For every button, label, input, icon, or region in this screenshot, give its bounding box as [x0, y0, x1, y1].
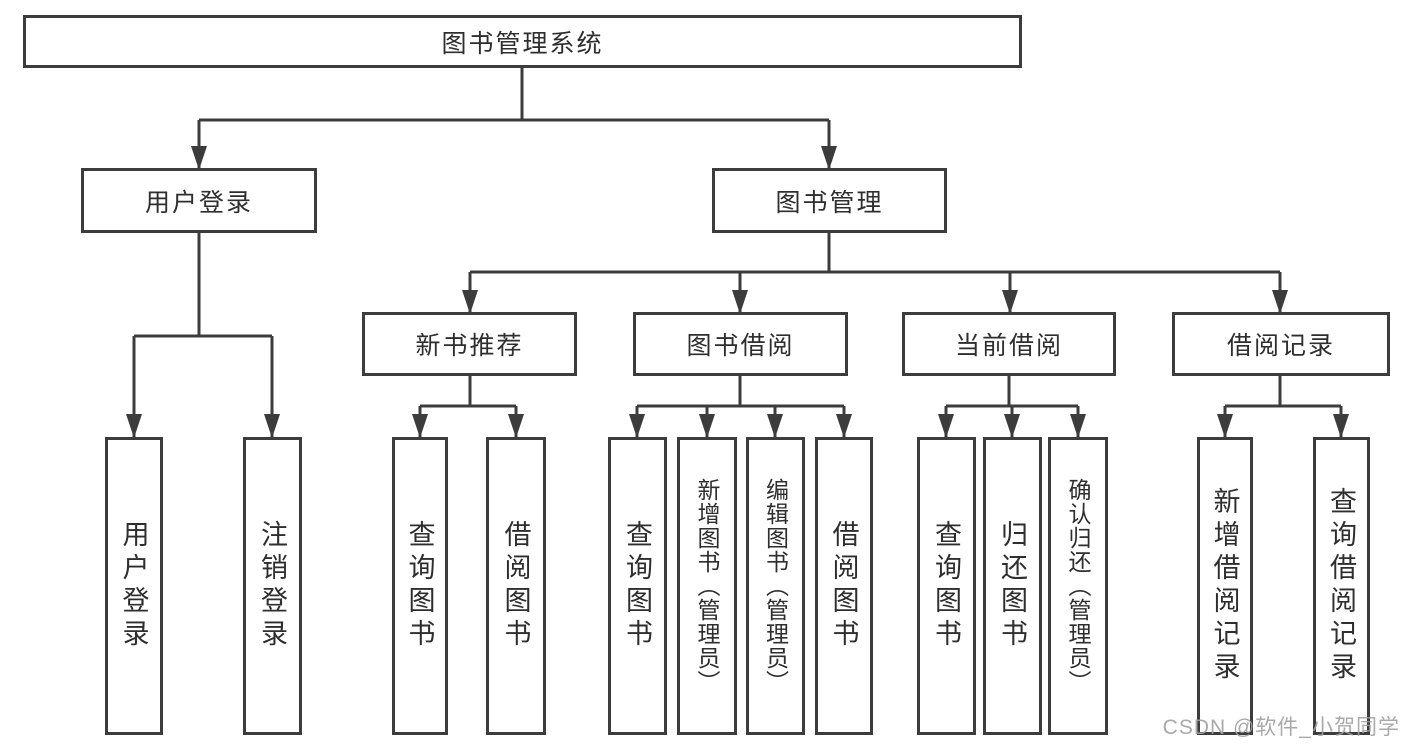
connector-user-login-children [132, 233, 274, 438]
leaf-cb-query-book: 查询图书 [917, 437, 976, 735]
leaf-cb-confirm-return-admin: 确认归还（管理员） [1048, 437, 1108, 735]
node-borrow-record-label: 借阅记录 [1226, 332, 1335, 360]
node-book-manage: 图书管理 [712, 168, 947, 233]
node-new-book-rec-label: 新书推荐 [415, 332, 524, 360]
node-current-borrow-label: 当前借阅 [954, 332, 1063, 360]
connector-book-manage-children [468, 233, 1282, 314]
node-root-label: 图书管理系统 [441, 29, 604, 58]
arrowhead [1004, 414, 1020, 438]
leaf-rec-borrow-book-label: 借阅图书 [500, 520, 531, 652]
arrowhead [1070, 414, 1086, 438]
arrowhead [462, 290, 478, 314]
arrowhead [699, 414, 715, 438]
node-root-system: 图书管理系统 [23, 15, 1022, 68]
arrowhead [836, 414, 852, 438]
csdn-watermark: CSDN @软件_小贺同学 [1162, 716, 1400, 739]
arrowhead [1272, 290, 1288, 314]
leaf-rec-query-book: 查询图书 [392, 437, 448, 735]
leaf-rec-query-book-label: 查询图书 [404, 520, 435, 652]
leaf-rec-borrow-book: 借阅图书 [486, 437, 546, 735]
arrowhead [1217, 414, 1233, 438]
leaf-logout: 注销登录 [243, 437, 302, 735]
node-borrow-record: 借阅记录 [1172, 312, 1390, 376]
leaf-bb-query-book: 查询图书 [608, 437, 667, 735]
node-current-borrow: 当前借阅 [902, 312, 1116, 376]
leaf-cb-return-book: 归还图书 [983, 437, 1042, 735]
leaf-cb-return-book-label: 归还图书 [997, 520, 1027, 652]
arrowhead [1333, 414, 1349, 438]
leaf-bb-edit-book-admin: 编辑图书（管理员） [746, 437, 805, 735]
arrowhead [264, 414, 280, 438]
node-user-login-label: 用户登录 [144, 188, 253, 217]
node-book-manage-label: 图书管理 [775, 188, 884, 217]
arrowhead [412, 414, 428, 438]
leaf-cb-query-book-label: 查询图书 [931, 520, 961, 652]
leaf-bb-query-book-label: 查询图书 [622, 520, 652, 652]
leaf-bb-borrow-book-label: 借阅图书 [828, 520, 859, 652]
arrowhead [821, 146, 837, 170]
node-book-borrow-label: 图书借阅 [686, 332, 795, 360]
leaf-bb-add-book-admin: 新增图书（管理员） [677, 437, 737, 735]
arrowhead [767, 414, 783, 438]
leaf-user-login-label: 用户登录 [118, 520, 149, 652]
arrowhead [732, 290, 748, 314]
leaf-cb-confirm-return-admin-label: 确认归还（管理员） [1065, 478, 1091, 694]
arrowhead [508, 414, 524, 438]
arrowhead [126, 414, 142, 438]
arrowhead [938, 414, 954, 438]
node-new-book-rec: 新书推荐 [362, 312, 577, 376]
leaf-bb-edit-book-admin-label: 编辑图书（管理员） [762, 478, 789, 694]
arrowhead [1002, 290, 1018, 314]
node-user-login: 用户登录 [81, 168, 317, 233]
leaf-user-login: 用户登录 [105, 437, 163, 735]
connector-root-to-level2 [197, 68, 831, 170]
leaf-bb-borrow-book: 借阅图书 [815, 437, 873, 735]
leaf-logout-label: 注销登录 [257, 520, 287, 652]
leaf-br-add-record: 新增借阅记录 [1197, 437, 1253, 735]
connector-borrow-record-children [1223, 376, 1343, 438]
leaf-br-add-record-label: 新增借阅记录 [1209, 487, 1240, 685]
arrowhead [191, 146, 207, 170]
leaf-br-query-record: 查询借阅记录 [1313, 437, 1370, 735]
leaf-br-query-record-label: 查询借阅记录 [1326, 487, 1356, 685]
connector-book-borrow-children [635, 376, 846, 438]
leaf-bb-add-book-admin-label: 新增图书（管理员） [694, 478, 720, 694]
connector-new-book-rec-children [418, 376, 518, 438]
arrowhead [629, 414, 645, 438]
node-book-borrow: 图书借阅 [633, 312, 848, 376]
